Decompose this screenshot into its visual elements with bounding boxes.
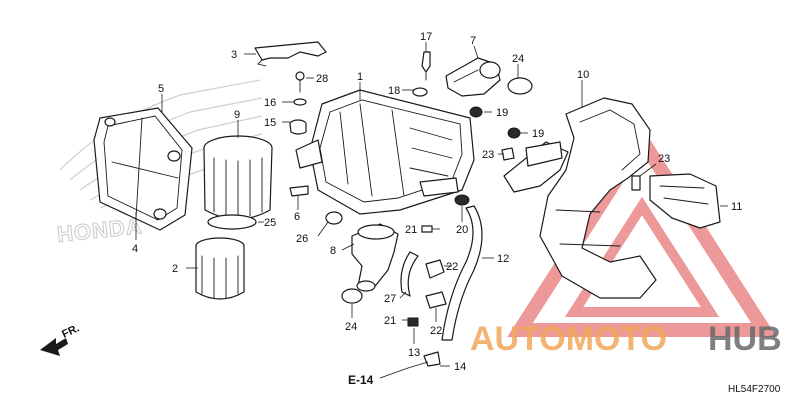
callout-10: 10	[577, 69, 589, 81]
callout-6: 6	[294, 211, 300, 223]
part-15-grommet	[289, 119, 307, 135]
callout-15: 15	[264, 117, 276, 129]
callout-1: 1	[357, 71, 363, 83]
part-28-bolt	[295, 71, 305, 93]
callout-labels: 3 5 4 9 25 2 6 28 16 15 1 17 18 7 24 19 …	[132, 31, 742, 373]
part-27-hose	[400, 251, 419, 297]
part-23-bolt-b	[631, 175, 641, 191]
callout-9: 9	[234, 109, 240, 121]
diagram-code: HL54F2700	[728, 384, 781, 395]
callout-22-a: 22	[446, 261, 458, 273]
part-5-cover	[93, 107, 193, 231]
part-10-duct	[503, 97, 657, 299]
reference-tag: E-14	[348, 373, 374, 387]
brand-watermark-primary: AUTOMOTO	[470, 320, 667, 358]
part-3-bracket	[254, 41, 327, 67]
callout-16: 16	[264, 97, 276, 109]
part-19-grommet-b	[507, 127, 521, 139]
part-22-clamp-a	[425, 259, 445, 279]
part-2-cylinder	[195, 237, 245, 300]
part-9-filter-element	[203, 135, 273, 220]
callout-22-b: 22	[430, 325, 442, 337]
callout-7: 7	[470, 35, 476, 47]
callout-17: 17	[420, 31, 432, 43]
part-8-funnel	[351, 223, 399, 292]
callout-24-bottom: 24	[345, 321, 357, 333]
part-1-case	[295, 89, 475, 215]
callout-28: 28	[316, 73, 328, 85]
callout-13: 13	[408, 347, 420, 359]
callout-5: 5	[158, 83, 164, 95]
callout-12: 12	[497, 253, 509, 265]
part-21-clip-a	[421, 225, 433, 233]
part-14-clip	[423, 351, 441, 367]
part-24-clamp-top	[507, 77, 533, 95]
part-23-bolt-a	[501, 147, 515, 161]
callout-27: 27	[384, 293, 396, 305]
callout-23-a: 23	[482, 149, 494, 161]
part-26-grommet	[325, 211, 343, 225]
callout-21-a: 21	[405, 224, 417, 236]
callout-8: 8	[330, 245, 336, 257]
callout-2: 2	[172, 263, 178, 275]
callout-4: 4	[132, 243, 138, 255]
front-direction-arrow: FR.	[40, 322, 81, 356]
part-18-plug	[412, 87, 428, 97]
part-21-clip-b	[407, 317, 419, 327]
honda-watermark-text: HONDA	[56, 213, 144, 247]
callout-23-b: 23	[658, 153, 670, 165]
callout-24-top: 24	[512, 53, 524, 65]
front-direction-label: FR.	[60, 322, 81, 340]
part-25-clamp	[207, 214, 257, 230]
callout-20: 20	[456, 224, 468, 236]
brand-watermark-secondary: HUB	[708, 320, 782, 358]
part-24-clamp-bottom	[341, 288, 363, 304]
callout-21-b: 21	[384, 315, 396, 327]
callout-19-a: 19	[496, 107, 508, 119]
part-11-side-cover	[649, 173, 721, 229]
callout-11: 11	[731, 201, 742, 213]
part-6-clip	[289, 185, 309, 197]
part-12-drain-tube	[441, 205, 483, 341]
callout-26: 26	[296, 233, 308, 245]
callout-3: 3	[231, 49, 237, 61]
callout-19-b: 19	[532, 128, 544, 140]
leader-lines	[135, 42, 728, 379]
part-22-clamp-b	[425, 291, 447, 309]
part-16-washer	[293, 98, 307, 106]
part-7-elbow	[445, 57, 501, 97]
part-19-grommet-a	[469, 106, 483, 118]
part-17-fitting	[421, 51, 431, 81]
callout-25: 25	[264, 217, 276, 229]
part-20-grommet	[454, 194, 470, 206]
callout-18: 18	[388, 85, 400, 97]
callout-14: 14	[454, 361, 466, 373]
